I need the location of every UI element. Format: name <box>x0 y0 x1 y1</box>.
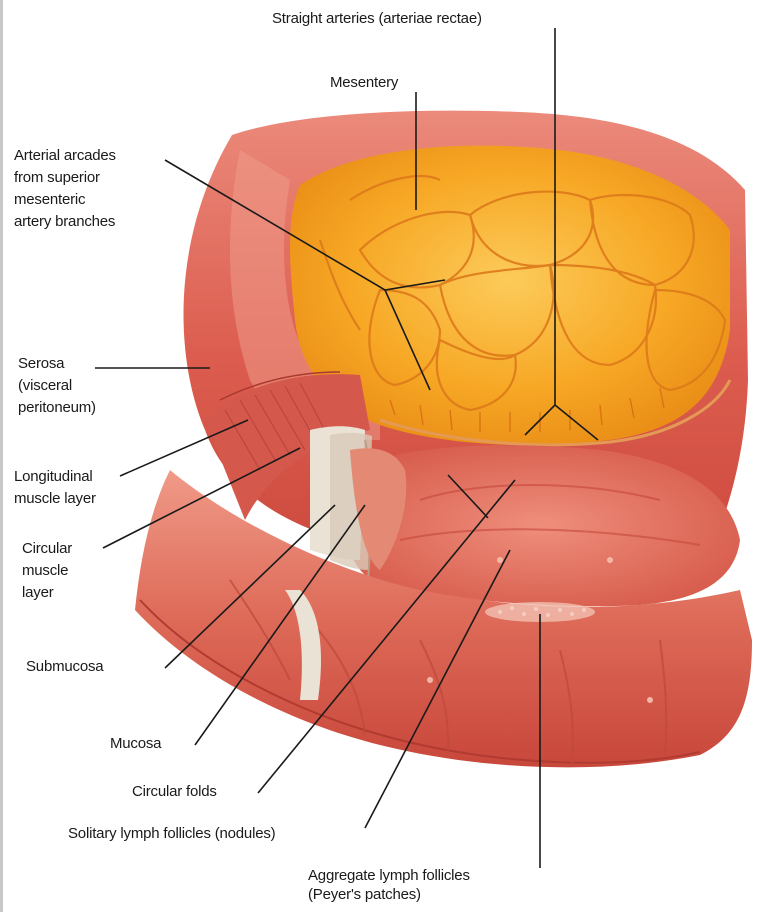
label-submucosa: Submucosa <box>26 656 103 678</box>
label-serosa: Serosa (visceral peritoneum) <box>18 353 96 419</box>
label-circular-muscle: Circular muscle layer <box>22 538 72 604</box>
label-arterial-arcades: Arterial arcades from superior mesenteri… <box>14 145 116 233</box>
label-solitary-follicles: Solitary lymph follicles (nodules) <box>68 823 275 845</box>
label-mucosa: Mucosa <box>110 733 161 755</box>
label-longitudinal-muscle: Longitudinal muscle layer <box>14 466 96 510</box>
label-mesentery: Mesentery <box>330 72 398 94</box>
label-circular-folds: Circular folds <box>132 781 217 803</box>
label-straight-arteries: Straight arteries (arteriae rectae) <box>272 8 482 30</box>
label-aggregate-follicles: Aggregate lymph follicles (Peyer's patch… <box>308 866 470 904</box>
